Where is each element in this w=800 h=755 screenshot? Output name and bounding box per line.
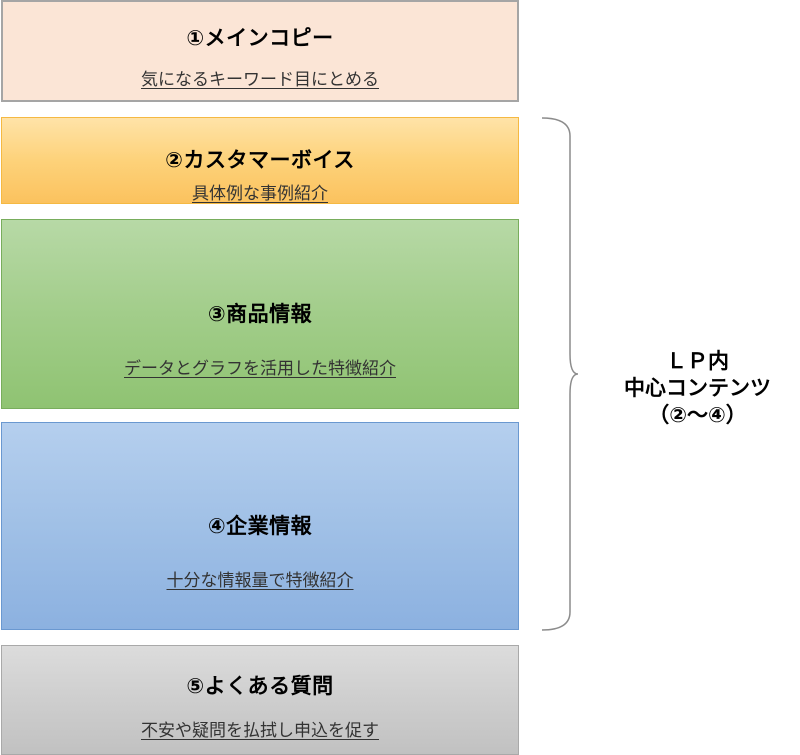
section-product-info: ③商品情報 データとグラフを活用した特徴紹介 — [1, 219, 519, 409]
section-main-copy: ①メインコピー 気になるキーワード目にとめる — [1, 0, 519, 102]
section-subtitle: 十分な情報量で特徴紹介 — [166, 571, 354, 591]
brace-label: ＬＰ内 中心コンテンツ （②〜④） — [600, 348, 795, 429]
section-company-info: ④企業情報 十分な情報量で特徴紹介 — [1, 422, 519, 630]
section-subtitle: データとグラフを活用した特徴紹介 — [124, 359, 396, 379]
section-title: ③商品情報 — [207, 302, 313, 326]
section-title: ②カスタマーボイス — [165, 148, 355, 172]
section-faq: ⑤よくある質問 不安や疑問を払拭し申込を促す — [1, 645, 519, 755]
section-customer-voice: ②カスタマーボイス 具体例な事例紹介 — [1, 117, 519, 204]
section-subtitle: 不安や疑問を払拭し申込を促す — [141, 721, 379, 741]
section-subtitle: 気になるキーワード目にとめる — [141, 70, 379, 90]
brace-label-line-2: 中心コンテンツ — [624, 376, 771, 400]
brace-label-line-3: （②〜④） — [648, 403, 747, 427]
section-title: ⑤よくある質問 — [186, 674, 334, 698]
curly-brace — [541, 117, 579, 631]
section-title: ④企業情報 — [207, 514, 313, 538]
section-title: ①メインコピー — [186, 26, 334, 50]
brace-label-line-1: ＬＰ内 — [666, 349, 729, 373]
section-subtitle: 具体例な事例紹介 — [192, 184, 328, 204]
